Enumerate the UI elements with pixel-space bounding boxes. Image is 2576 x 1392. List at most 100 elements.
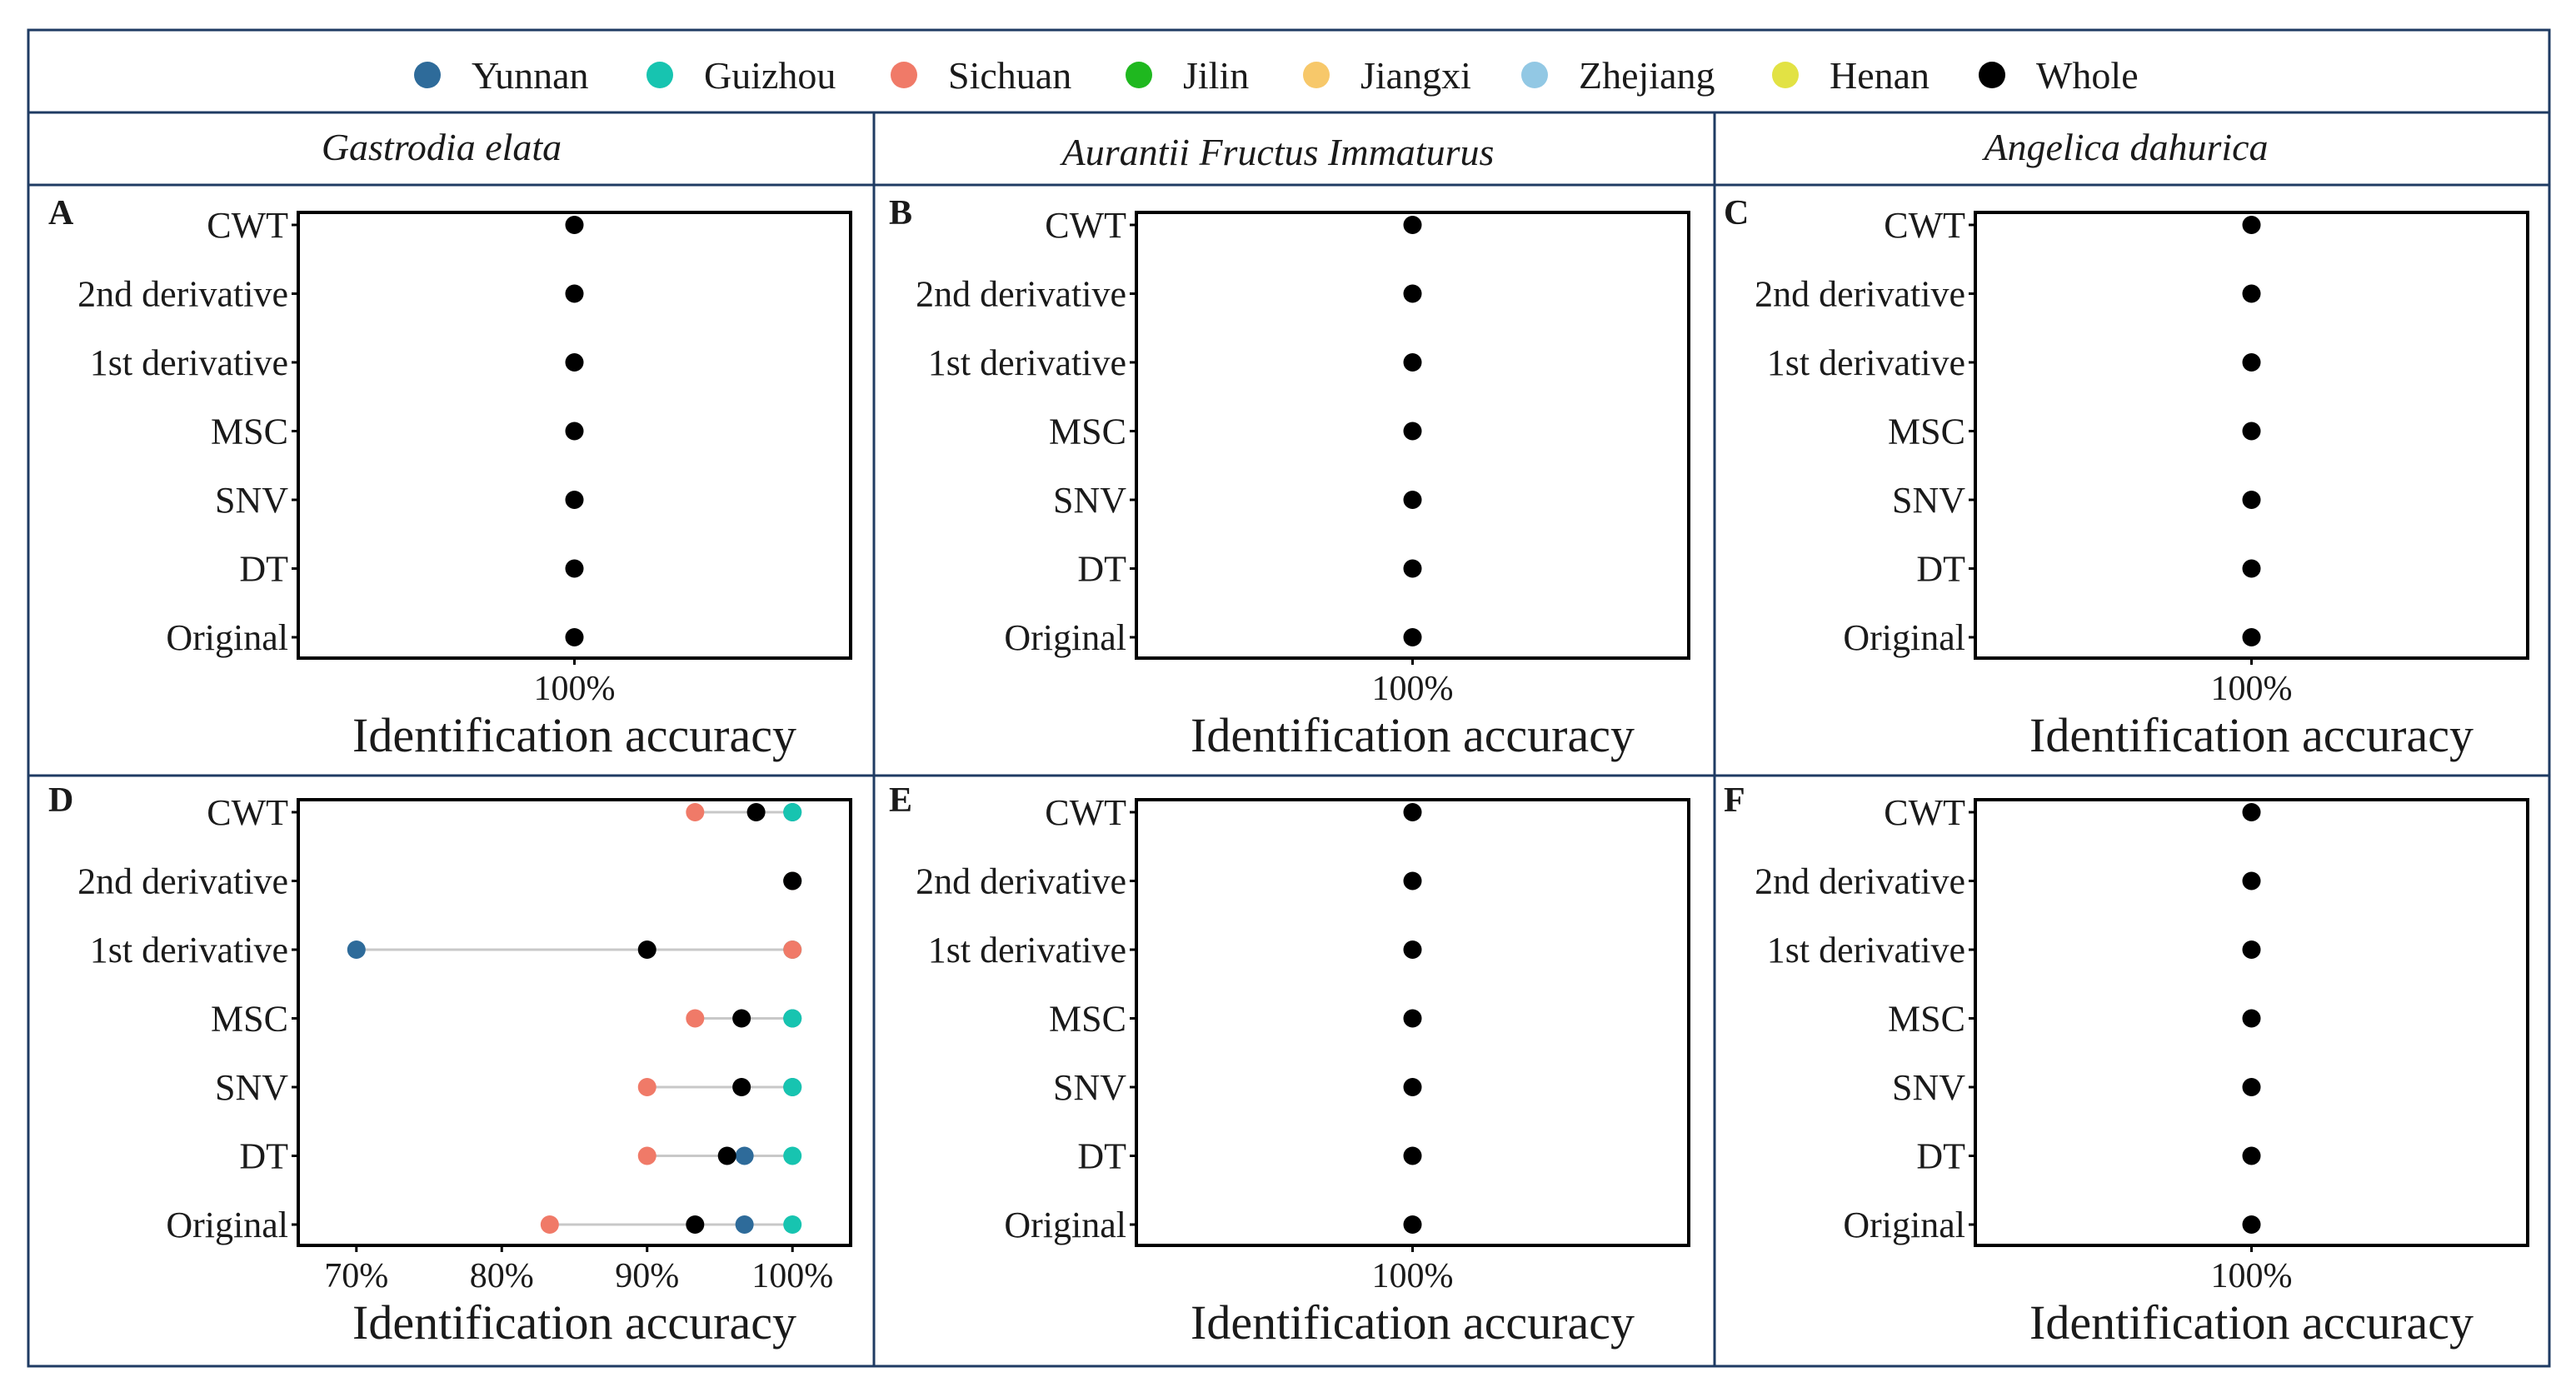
point-whole-cwt: [2242, 216, 2261, 234]
y-tick-label-2nd-derivative: 2nd derivative: [1755, 861, 1965, 902]
point-whole-snv: [1403, 1078, 1422, 1096]
point-whole-2nd-derivative: [2242, 871, 2261, 891]
panel-letter-b: B: [889, 194, 912, 232]
legend-marker-yunnan: [414, 62, 441, 88]
y-tick-label-msc: MSC: [1049, 412, 1126, 452]
panel-letter-c: C: [1724, 194, 1749, 232]
point-sichuan-1st-derivative: [783, 940, 802, 959]
y-tick-label-snv: SNV: [215, 1067, 288, 1108]
x-axis-title: Identification accuracy: [352, 708, 796, 762]
y-tick-label-cwt: CWT: [207, 792, 288, 833]
point-whole-cwt: [2242, 803, 2261, 821]
y-tick-label-1st-derivative: 1st derivative: [1767, 930, 1965, 970]
y-tick-label-dt: DT: [1916, 549, 1965, 590]
point-whole-original: [565, 628, 584, 646]
x-tick-label-90: 90%: [615, 1257, 679, 1295]
point-whole-dt: [1403, 1146, 1422, 1165]
column-title-angelica: Angelica dahurica: [1981, 126, 2268, 168]
legend-marker-sichuan: [891, 62, 917, 88]
panel-letter-e: E: [889, 781, 912, 820]
point-whole-msc: [2242, 422, 2261, 441]
point-whole-original: [2242, 1215, 2261, 1234]
y-tick-label-cwt: CWT: [1045, 205, 1126, 246]
y-tick-label-2nd-derivative: 2nd derivative: [77, 274, 288, 315]
legend-marker-henan: [1772, 62, 1799, 88]
point-whole-snv: [2242, 491, 2261, 509]
y-tick-label-original: Original: [1843, 617, 1965, 658]
x-tick-label-100: 100%: [534, 670, 616, 708]
point-whole-1st-derivative: [637, 940, 656, 959]
point-guizhou-dt: [783, 1146, 802, 1165]
point-guizhou-cwt: [783, 803, 802, 821]
legend-label-henan: Henan: [1830, 54, 1930, 97]
point-whole-original: [1403, 628, 1422, 646]
x-axis-title: Identification accuracy: [2029, 1295, 2474, 1350]
x-axis-title: Identification accuracy: [2029, 708, 2474, 762]
point-whole-snv: [732, 1078, 751, 1096]
point-whole-2nd-derivative: [1403, 284, 1422, 303]
point-whole-dt: [565, 559, 584, 578]
point-guizhou-snv: [783, 1078, 802, 1096]
x-tick-label-70: 70%: [324, 1257, 388, 1295]
y-tick-label-original: Original: [1004, 617, 1126, 658]
point-sichuan-snv: [637, 1078, 656, 1096]
panel-letter-f: F: [1724, 781, 1745, 820]
point-whole-cwt: [746, 803, 766, 821]
y-tick-label-1st-derivative: 1st derivative: [928, 342, 1126, 383]
point-whole-1st-derivative: [1403, 940, 1422, 959]
y-tick-label-original: Original: [1843, 1205, 1965, 1245]
y-tick-label-2nd-derivative: 2nd derivative: [916, 861, 1126, 902]
legend-label-zhejiang: Zhejiang: [1579, 54, 1715, 97]
x-axis-title: Identification accuracy: [1191, 708, 1635, 762]
point-whole-2nd-derivative: [783, 871, 802, 891]
point-yunnan-original: [735, 1215, 754, 1234]
legend-marker-whole: [1979, 62, 2005, 88]
y-tick-label-msc: MSC: [211, 999, 288, 1040]
legend-label-yunnan: Yunnan: [472, 54, 589, 97]
point-guizhou-msc: [783, 1009, 802, 1028]
y-tick-label-2nd-derivative: 2nd derivative: [77, 861, 288, 902]
x-tick-label-100: 100%: [751, 1257, 833, 1295]
point-whole-msc: [1403, 1009, 1422, 1028]
y-tick-label-1st-derivative: 1st derivative: [928, 930, 1126, 970]
frame-grid: [27, 28, 2551, 1368]
point-whole-2nd-derivative: [2242, 284, 2261, 303]
y-tick-label-original: Original: [1004, 1205, 1126, 1245]
y-tick-label-snv: SNV: [215, 480, 288, 521]
legend-label-whole: Whole: [2036, 54, 2139, 97]
y-tick-label-msc: MSC: [1888, 412, 1965, 452]
point-whole-1st-derivative: [2242, 940, 2261, 959]
y-tick-label-dt: DT: [239, 549, 288, 590]
point-whole-msc: [1403, 422, 1422, 441]
x-tick-label-80: 80%: [470, 1257, 534, 1295]
y-tick-label-cwt: CWT: [1884, 792, 1965, 833]
point-whole-dt: [2242, 559, 2261, 578]
legend-marker-guizhou: [646, 62, 673, 88]
point-guizhou-original: [783, 1215, 802, 1234]
y-tick-label-msc: MSC: [1888, 999, 1965, 1040]
point-whole-msc: [732, 1009, 751, 1028]
point-whole-cwt: [1403, 803, 1422, 821]
y-tick-label-msc: MSC: [1049, 999, 1126, 1040]
point-yunnan-dt: [735, 1146, 754, 1165]
point-whole-dt: [717, 1146, 736, 1165]
point-whole-2nd-derivative: [565, 284, 584, 303]
legend-marker-zhejiang: [1521, 62, 1548, 88]
panel-letter-a: A: [48, 194, 74, 232]
column-title-gastrodia: Gastrodia elata: [322, 126, 562, 168]
y-tick-label-msc: MSC: [211, 412, 288, 452]
outer-frame: [27, 28, 2551, 1368]
point-whole-cwt: [1403, 216, 1422, 234]
point-whole-1st-derivative: [1403, 353, 1422, 372]
y-tick-label-snv: SNV: [1053, 480, 1126, 521]
y-tick-label-snv: SNV: [1053, 1067, 1126, 1108]
legend-marker-jilin: [1126, 62, 1152, 88]
point-whole-snv: [1403, 491, 1422, 509]
x-axis-title: Identification accuracy: [1191, 1295, 1635, 1350]
legend-label-sichuan: Sichuan: [948, 54, 1071, 97]
point-whole-original: [686, 1215, 705, 1234]
point-sichuan-cwt: [686, 803, 705, 821]
